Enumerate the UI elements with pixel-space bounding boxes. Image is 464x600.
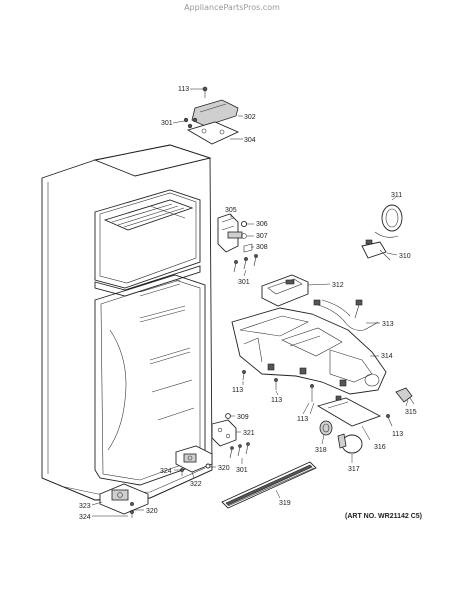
label-113-duct-mid: 113 xyxy=(271,397,282,404)
bottom-hinge-322 xyxy=(174,445,216,479)
light-bulb-315 xyxy=(395,387,415,407)
damper-housing-part xyxy=(261,274,331,307)
top-hinge-assembly xyxy=(172,86,243,145)
label-113-top-hinge-screw: 113 xyxy=(178,86,189,93)
label-319: 319 xyxy=(279,500,291,507)
label-301-middle-hinge: 301 xyxy=(238,279,250,286)
label-317: 317 xyxy=(348,466,360,473)
thermostat-control-parts xyxy=(361,196,403,261)
label-311: 311 xyxy=(391,192,402,199)
label-308: 308 xyxy=(256,244,268,251)
label-113-bulb-side: 113 xyxy=(392,431,403,438)
label-304: 304 xyxy=(244,137,256,144)
label-320-lower: 320 xyxy=(146,508,158,515)
label-306-middle: 306 xyxy=(256,221,268,228)
label-310: 310 xyxy=(399,253,411,260)
label-113-duct-right: 113 xyxy=(297,416,308,423)
duct-screws xyxy=(242,370,393,427)
middle-hinge-assembly xyxy=(217,213,258,277)
label-305: 305 xyxy=(225,207,237,214)
label-322: 322 xyxy=(190,481,202,488)
bottom-hinge-323 xyxy=(91,483,149,518)
label-113-duct-left: 113 xyxy=(232,387,243,394)
light-socket-part xyxy=(319,420,333,445)
art-number: (ART NO. WR21142 C5) xyxy=(345,513,423,520)
air-duct-housing-part xyxy=(231,307,387,395)
part-number-labels: 113 302 301 304 305 306 307 308 301 311 … xyxy=(79,86,417,521)
light-shield-part xyxy=(316,395,382,441)
label-312: 312 xyxy=(332,282,344,289)
label-301-top-hinge: 301 xyxy=(161,120,173,127)
label-307: 307 xyxy=(256,233,268,240)
refrigerator-cabinet xyxy=(41,144,213,501)
label-324-lower: 324 xyxy=(79,514,91,521)
label-301-lower-hinge: 301 xyxy=(236,467,248,474)
label-309: 309 xyxy=(237,414,249,421)
lower-hinge-bracket xyxy=(211,413,250,464)
label-315: 315 xyxy=(405,409,417,416)
label-324-upper: 324 xyxy=(160,468,172,475)
wire-harness-part xyxy=(313,299,380,331)
label-313: 313 xyxy=(382,321,394,328)
light-bulb-317 xyxy=(337,433,363,463)
site-watermark: AppliancePartsPros.com xyxy=(184,3,280,12)
label-321: 321 xyxy=(243,430,255,437)
label-320-upper: 320 xyxy=(218,465,230,472)
label-318: 318 xyxy=(315,447,327,454)
label-316: 316 xyxy=(374,444,386,451)
base-grille-part xyxy=(221,461,317,509)
label-302: 302 xyxy=(244,114,256,121)
label-314: 314 xyxy=(381,353,393,360)
label-323: 323 xyxy=(79,503,91,510)
